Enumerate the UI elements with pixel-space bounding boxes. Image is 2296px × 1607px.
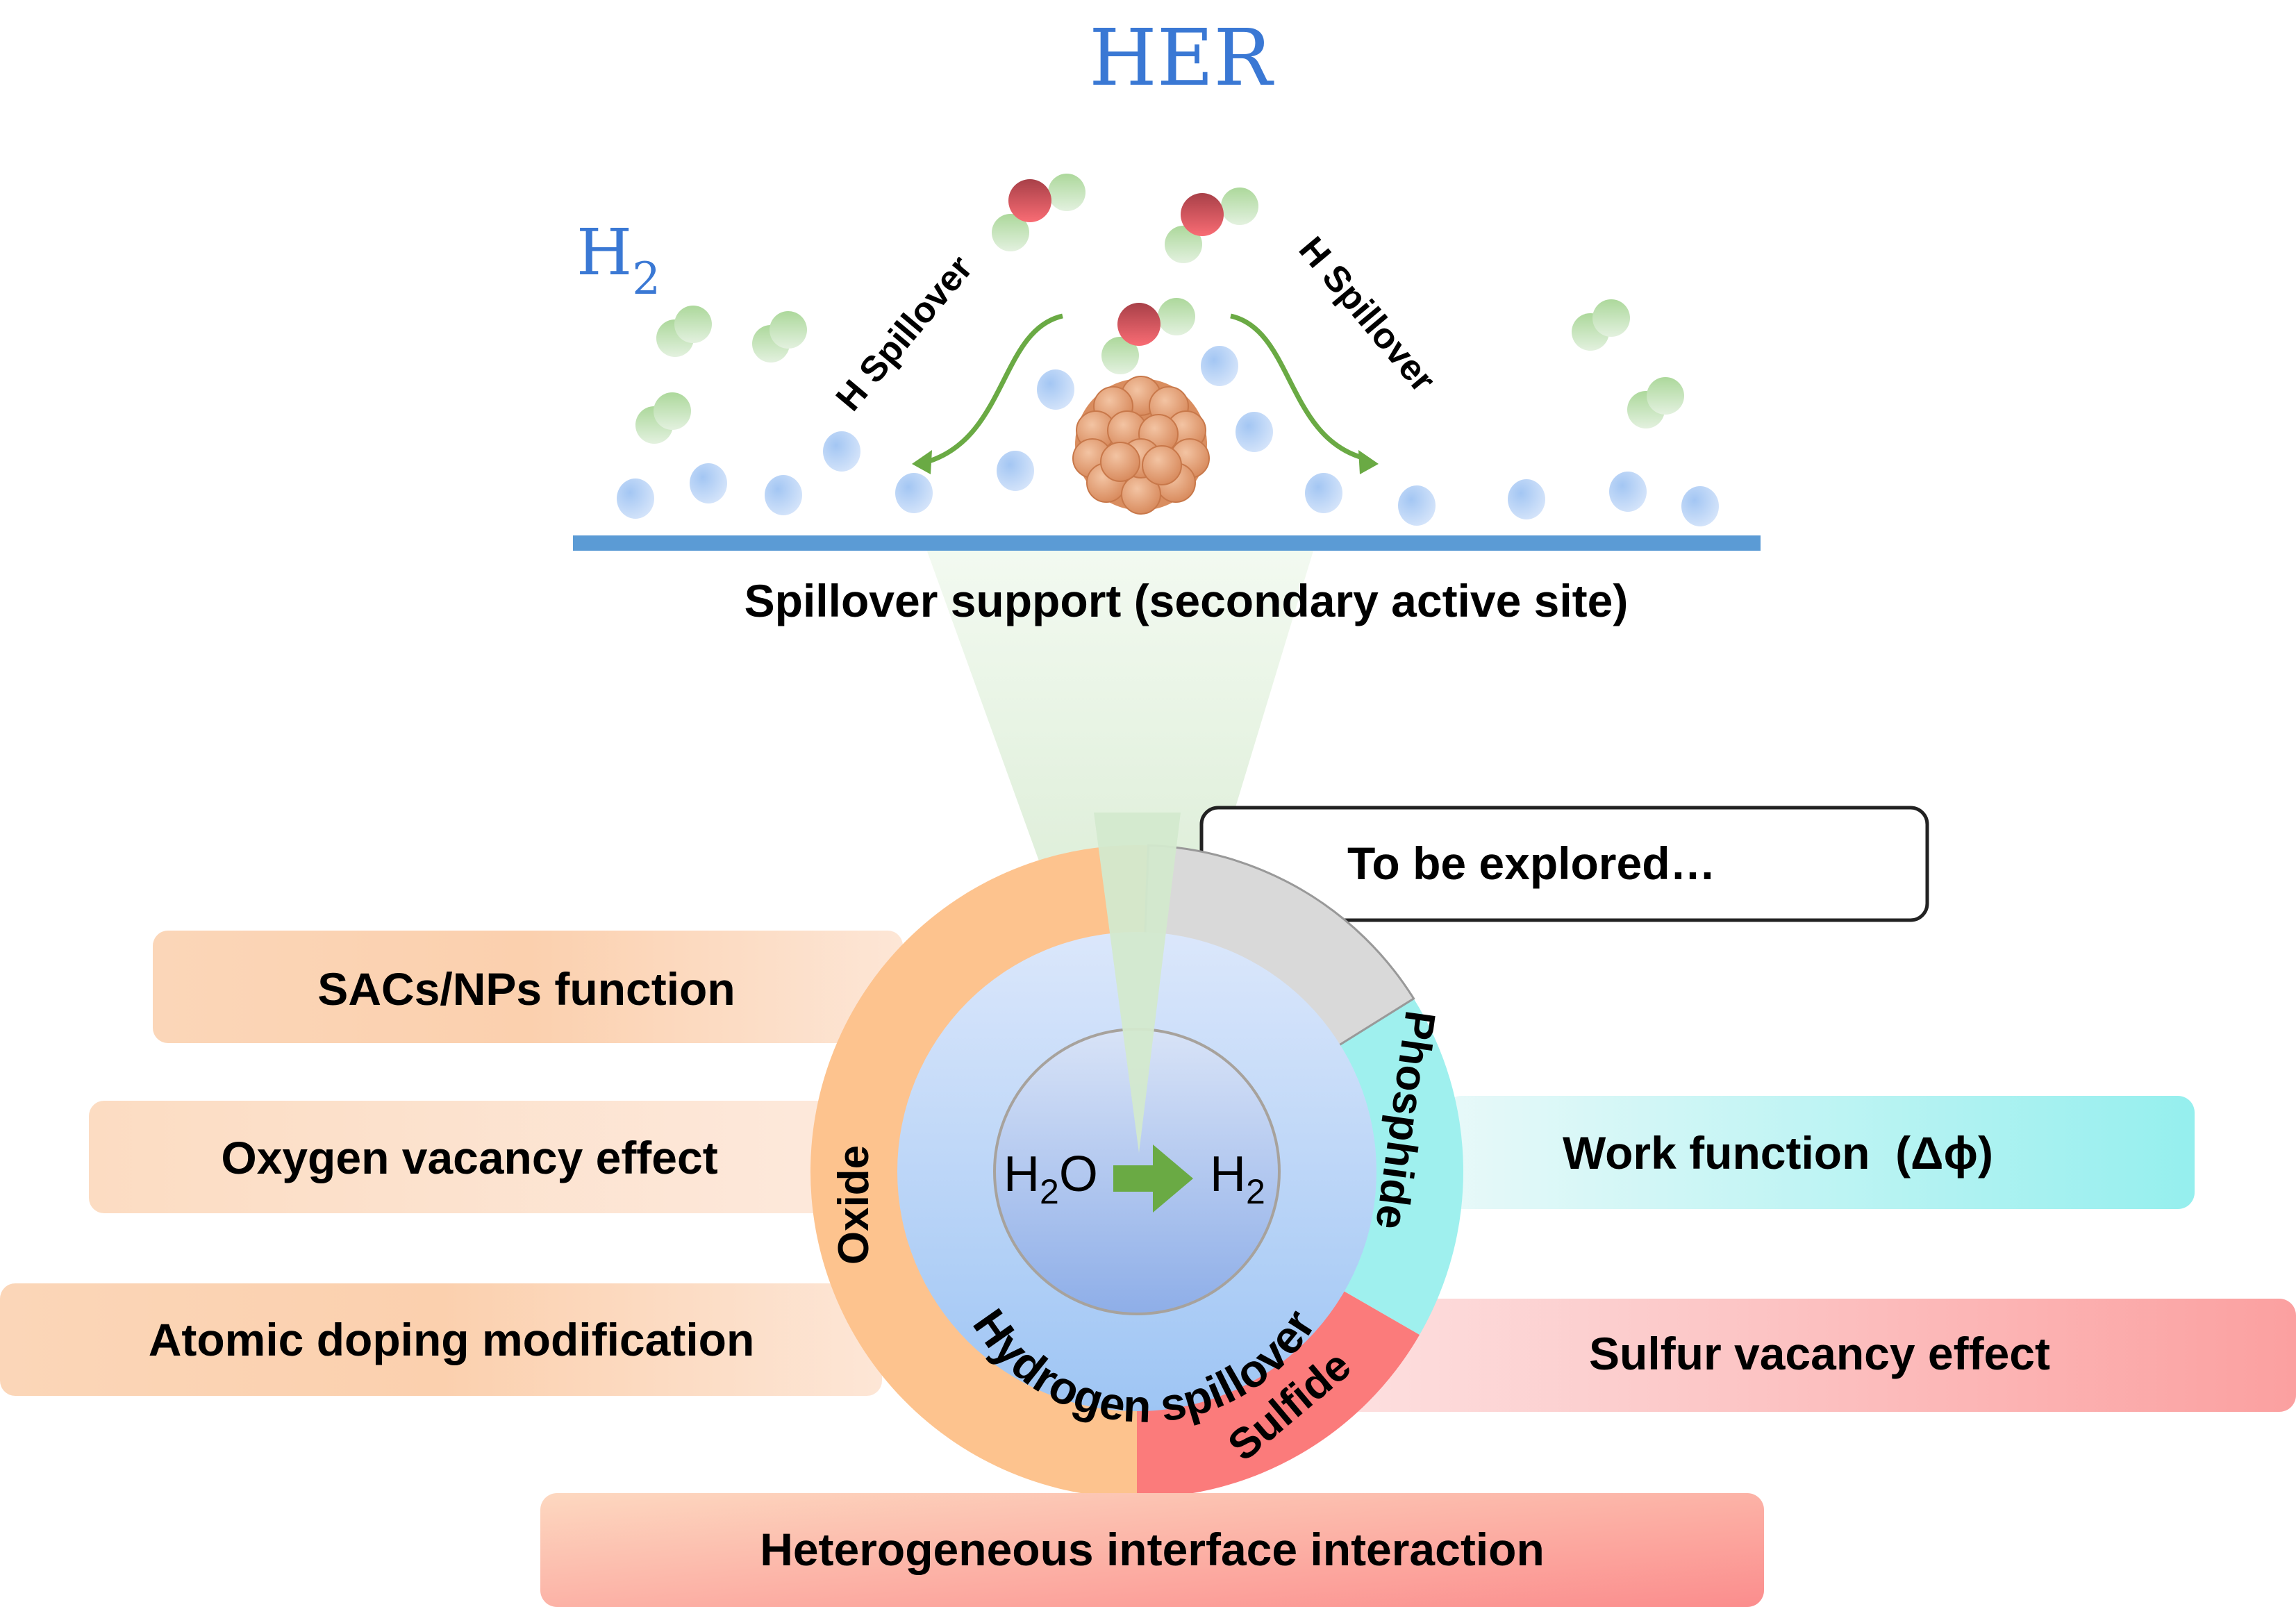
box-oxygen-vacancy: [89, 1101, 860, 1213]
h-atoms: [617, 346, 1719, 526]
h-atom: [895, 473, 933, 513]
box-work-function: [1445, 1096, 2195, 1209]
reaction-h2o: H2O: [1004, 1147, 1098, 1211]
reaction-arrow-icon: [1113, 1144, 1193, 1213]
np-atom: [1100, 442, 1140, 482]
h-atom: [1609, 472, 1647, 512]
segment-phosphide: [1337, 998, 1463, 1335]
box-atomic-doping-label: Atomic doping modification: [149, 1314, 755, 1365]
h-atom: [1681, 486, 1719, 526]
support-bar: [573, 535, 1761, 551]
segment-label-oxide: Oxide: [830, 1145, 878, 1265]
water-molecules: [992, 174, 1258, 374]
segment-oxide: [810, 845, 1149, 1498]
box-oxygen-vacancy-label: Oxygen vacancy effect: [221, 1132, 717, 1183]
reaction-h2: H2: [1210, 1147, 1265, 1211]
box-heterogeneous-interface-label: Heterogeneous interface interaction: [760, 1524, 1545, 1575]
h2-molecules: [635, 299, 1684, 444]
h-atom: [765, 475, 802, 515]
box-work-function-label: Work function (Δϕ): [1563, 1127, 1993, 1179]
box-sacs-nps-label: SACs/NPs function: [317, 963, 735, 1015]
np-atom: [1142, 445, 1182, 485]
category-ring: [810, 844, 1463, 1498]
spillover-arrow-left: [926, 313, 1063, 465]
spillover-label-right: H Spillover: [1291, 229, 1443, 399]
box-heterogeneous-interface: [540, 1493, 1764, 1607]
h-atom: [1305, 473, 1342, 513]
spillover-arrow-right: [1230, 313, 1365, 461]
box-atomic-doping: [0, 1283, 882, 1396]
segment-sulfide: [1137, 1290, 1420, 1498]
h-atom: [823, 431, 860, 472]
h-atom: [1236, 412, 1273, 452]
h-atom: [617, 478, 654, 519]
h-atom: [690, 463, 727, 503]
box-sacs-nps: [153, 931, 903, 1043]
funnel-tip: [1094, 813, 1181, 1153]
arrow-head-left: [912, 450, 932, 474]
nanoparticle-icon: [1072, 376, 1210, 515]
spillover-label-left: H Spillover: [829, 248, 981, 418]
h-atom: [997, 451, 1034, 491]
h-atom: [1037, 369, 1074, 410]
her-title: HER: [1089, 13, 1274, 103]
box-sulfur-vacancy: [1340, 1299, 2296, 1412]
h-atom: [1508, 479, 1545, 519]
h2-label: H2: [576, 215, 660, 305]
box-sulfur-vacancy-label: Sulfur vacancy effect: [1589, 1328, 2050, 1379]
h-atom: [1201, 346, 1238, 386]
support-label: Spillover support (secondary active site…: [744, 575, 1629, 626]
h-atom: [1398, 485, 1436, 526]
box-to-be-explored-label: To be explored…: [1347, 838, 1716, 889]
arrow-head-right: [1358, 450, 1379, 474]
